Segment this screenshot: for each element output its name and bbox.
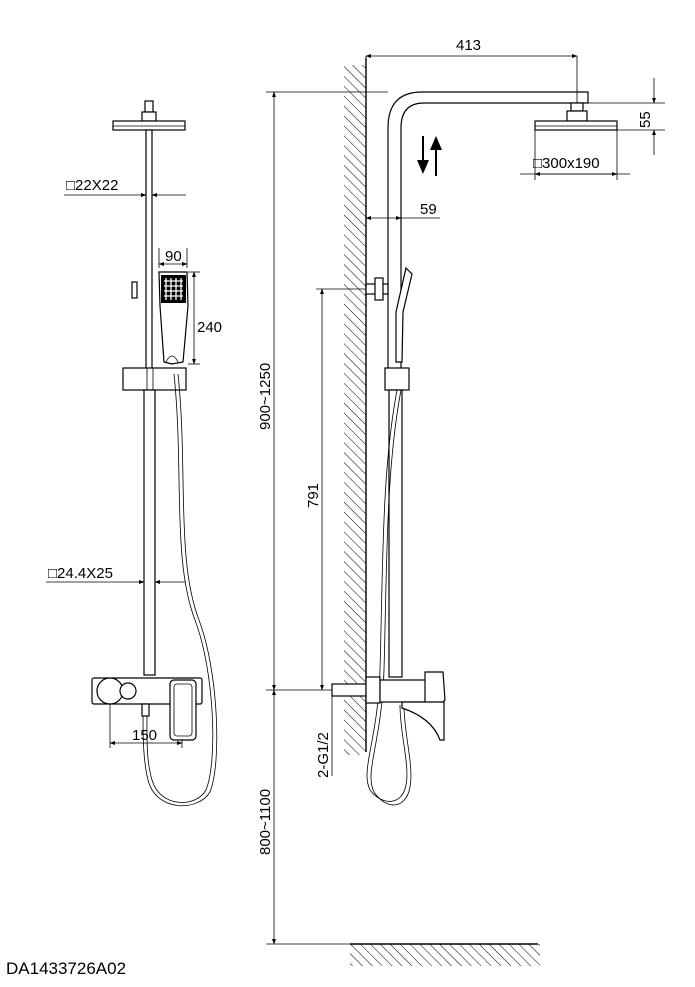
- front-handle: [169, 679, 197, 741]
- floor-hatch: [350, 944, 540, 966]
- front-view: [91, 100, 218, 807]
- side-view: [331, 58, 618, 966]
- handshower-length-label: 240: [197, 319, 222, 336]
- front-hose: [146, 373, 214, 803]
- front-slider-stub: [131, 281, 138, 299]
- side-spout: [401, 701, 445, 741]
- inlet-spacing-label: 150: [132, 727, 157, 744]
- front-riser-pipe: [145, 129, 153, 371]
- riser-section-label: □22X22: [66, 177, 118, 194]
- side-mixer-handle: [424, 671, 446, 706]
- inlet-thread-label: 2-G1/2: [315, 732, 332, 778]
- side-view-dimensions: 413 55 □300x190 59 900~1250 791 2-G1/2 8…: [257, 37, 665, 945]
- side-inlet-nut: [365, 676, 381, 704]
- side-riser-arm: [387, 91, 589, 373]
- front-view-dimensions: □22X22 90 240 □24.4X25 150: [46, 177, 222, 748]
- front-slider-block: [122, 367, 187, 391]
- mixer-to-bracket-label: 791: [305, 483, 322, 508]
- front-hand-shower-face: [161, 275, 186, 303]
- side-rail: [388, 389, 403, 678]
- front-diverter: [141, 703, 150, 717]
- side-head-connector: [570, 102, 584, 112]
- front-rail: [143, 389, 156, 676]
- height-adjust-arrows-icon: [417, 136, 442, 176]
- head-size-label: □300x190: [533, 155, 600, 172]
- front-inlet-left: [96, 677, 124, 705]
- side-hose: [366, 389, 408, 802]
- head-drop-label: 55: [637, 111, 654, 128]
- side-hand-shower: [395, 266, 413, 363]
- mixer-height-label: 800~1100: [257, 789, 274, 855]
- rail-section-label: □24.4X25: [48, 565, 113, 582]
- height-adjust-label: 900~1250: [257, 363, 274, 430]
- side-inlet-pipe: [331, 683, 367, 697]
- side-slider-block: [384, 367, 410, 391]
- front-head-connector: [144, 100, 154, 113]
- arm-reach-label: 413: [456, 37, 481, 54]
- front-inlet-right: [119, 682, 137, 700]
- side-head-neck: [566, 110, 588, 122]
- model-code: DA1433726A02: [6, 959, 126, 978]
- front-nozzle-grid: [164, 278, 183, 300]
- wall-offset-label: 59: [420, 201, 437, 218]
- front-head-neck: [141, 111, 157, 122]
- front-shower-head: [112, 120, 186, 131]
- handshower-width-label: 90: [165, 248, 182, 265]
- side-shower-head: [534, 120, 618, 131]
- wall-hatch: [344, 65, 366, 755]
